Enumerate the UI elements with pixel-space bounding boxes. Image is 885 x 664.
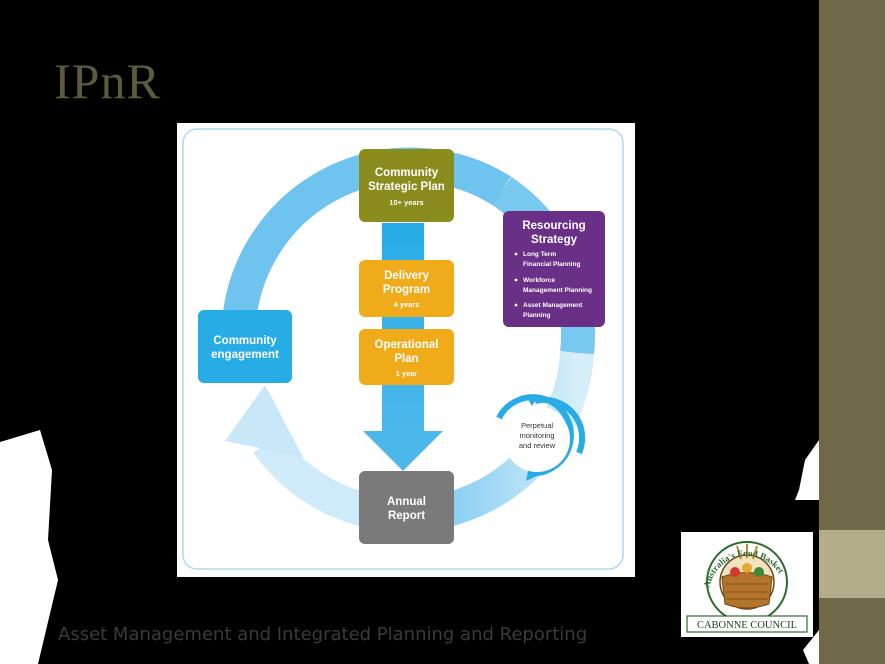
bullet-dot [514,303,518,307]
rs-item-3-line1: Asset Management [523,302,583,309]
community-strategic-plan-box: Community Strategic Plan 10+ years [359,149,454,222]
dp-label-2: Program [383,284,430,296]
rs-item-3-line2: Planning [523,312,550,319]
delivery-program-box: Delivery Program 4 years [359,260,454,317]
slide-footer: Asset Management and Integrated Planning… [58,624,588,645]
op-label-1: Operational [375,339,439,351]
ar-label-1: Annual [387,496,426,508]
op-duration: 1 year [396,369,418,378]
left-white-shape [0,430,58,664]
cycle-arrowhead [225,385,303,457]
cabonne-council-logo: Australia's Food Basket CABONNE COUNCIL [681,532,813,637]
rs-item-2-line2: Management Planning [523,287,592,294]
bullet-dot [514,278,518,282]
rs-label-2: Strategy [531,234,578,246]
flow-down-arrow [363,223,443,471]
monitor-label-1: Perpetual [521,421,553,430]
slide-title: IPnR [54,53,161,109]
annual-report-box: Annual Report [359,471,454,544]
community-engagement-box: Community engagement [198,310,292,383]
rs-bullet-list: Long Term Financial Planning Workforce M… [514,251,592,319]
op-label-2: Plan [394,353,418,365]
resourcing-strategy-box: Resourcing Strategy Long Term Financial … [503,211,605,327]
monitor-inner [504,406,570,472]
dp-duration: 4 years [394,300,420,309]
ipr-diagram: Community Strategic Plan 10+ years Deliv… [177,123,635,577]
ce-label-2: engagement [211,349,279,361]
bullet-dot [514,252,518,256]
rs-item-1-line1: Long Term [523,251,556,258]
perpetual-monitoring-cycle: Perpetual monitoring and review [496,394,586,481]
monitor-label-3: and review [519,441,556,450]
monitor-label-2: monitoring [519,431,554,440]
side-accent-bar [819,0,885,664]
csp-label-1: Community [375,167,439,179]
side-accent-band [819,530,885,598]
rs-label-1: Resourcing [522,220,585,232]
rs-item-1-line2: Financial Planning [523,261,580,268]
monitor-arrowhead [526,395,539,406]
ce-label-1: Community [213,335,277,347]
logo-name: CABONNE COUNCIL [697,620,797,631]
operational-plan-box: Operational Plan 1 year [359,329,454,385]
csp-label-2: Strategic Plan [368,181,445,193]
rs-item-2-line1: Workforce [523,277,555,284]
dp-label-1: Delivery [384,270,429,282]
ar-label-2: Report [388,510,425,522]
right-white-shape [795,440,819,664]
basket-icon [721,572,773,609]
csp-duration: 10+ years [389,198,423,207]
